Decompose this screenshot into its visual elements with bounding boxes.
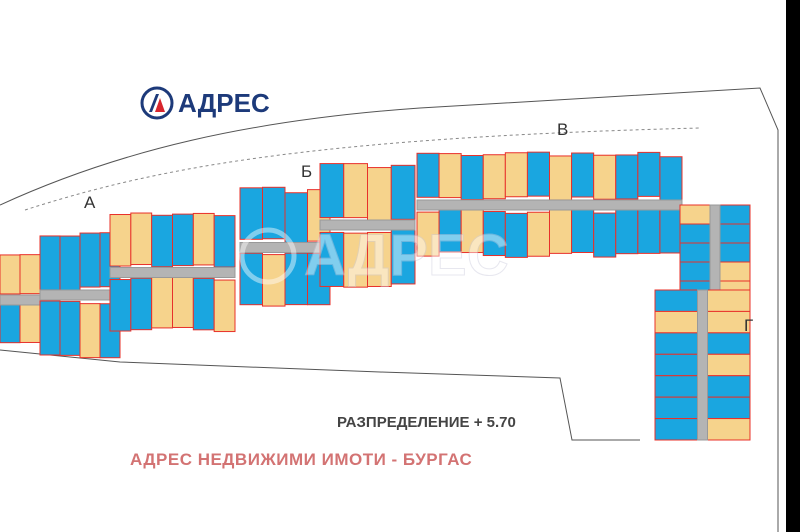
apartment-unit — [571, 207, 595, 253]
apartment-unit — [172, 275, 194, 328]
apartment-unit — [192, 212, 215, 266]
apartment-unit — [719, 223, 751, 244]
apartment-unit — [367, 167, 392, 223]
apartment-unit — [109, 279, 132, 332]
apartment-unit — [526, 211, 551, 257]
site-outline — [0, 87, 779, 532]
apartment-unit — [615, 154, 639, 200]
center-watermark-text: АДРЕС — [304, 223, 510, 289]
apartment-unit — [526, 151, 551, 197]
apartment-unit — [59, 235, 81, 291]
block-label-v: В — [557, 120, 569, 139]
apartment-unit — [593, 154, 617, 200]
apartment-unit — [549, 155, 573, 201]
corridor — [697, 289, 708, 441]
apartment-unit — [679, 223, 711, 244]
apartment-unit — [654, 396, 698, 420]
apartment-unit — [549, 208, 573, 254]
apartment-unit — [390, 164, 416, 220]
apartment-unit — [637, 151, 661, 197]
apartment-unit — [707, 353, 751, 377]
apartment-unit — [0, 254, 21, 295]
apartment-unit — [654, 332, 698, 355]
apartment-unit — [482, 154, 506, 200]
apartment-unit — [130, 212, 153, 266]
block-label-a: А — [84, 193, 96, 212]
apartment-unit — [654, 418, 698, 441]
apartment-unit — [343, 163, 368, 219]
apartment-unit — [707, 375, 751, 398]
apartment-unit — [39, 235, 61, 291]
apartment-unit — [59, 300, 81, 356]
logo-a-icon — [140, 86, 174, 120]
apartment-unit — [39, 300, 61, 356]
apartment-unit — [79, 303, 101, 359]
apartment-unit — [109, 214, 132, 267]
apartment-unit — [504, 152, 528, 198]
apartment-unit — [151, 275, 174, 329]
apartment-unit — [504, 212, 528, 258]
apartment-unit — [192, 277, 215, 331]
apartment-unit — [593, 212, 617, 258]
apartment-unit — [130, 277, 153, 331]
apartment-unit — [679, 204, 711, 225]
apartment-unit — [654, 353, 698, 377]
apartment-unit — [719, 261, 751, 282]
apartment-unit — [460, 155, 484, 201]
apartment-unit — [707, 396, 751, 420]
corridor — [109, 267, 236, 278]
right-black-border — [786, 0, 800, 532]
apartment-unit — [654, 289, 698, 312]
corridor — [709, 204, 721, 301]
apartment-unit — [416, 152, 440, 198]
apartment-unit — [659, 208, 683, 254]
apartment-unit — [654, 375, 698, 398]
apartment-unit — [213, 215, 236, 268]
apartment-unit — [679, 242, 711, 263]
watermark-logo-icon — [239, 227, 297, 284]
apartment-unit — [79, 232, 101, 288]
apartment-unit — [438, 153, 462, 199]
apartment-unit — [637, 208, 661, 254]
apartment-unit — [719, 204, 751, 225]
apartment-unit — [19, 302, 41, 343]
corridor — [39, 289, 121, 301]
apartment-unit — [213, 279, 236, 333]
block-label-b: Б — [301, 162, 313, 181]
apartment-unit — [707, 418, 751, 441]
apartment-unit — [19, 254, 41, 295]
apartment-unit — [615, 209, 639, 255]
center-watermark: АДРЕС — [238, 222, 509, 289]
apartment-unit — [319, 163, 345, 219]
apartment-unit — [654, 310, 698, 334]
logo-text: АДРЕС — [178, 87, 270, 118]
apartment-unit — [151, 214, 174, 268]
apartment-unit — [571, 152, 595, 198]
company-logo: АДРЕС — [136, 86, 274, 120]
apartment-unit — [719, 242, 751, 263]
watermark-text: АДРЕС НЕДВИЖИМИ ИМОТИ - БУРГАС — [130, 450, 473, 469]
apartment-unit — [172, 213, 194, 267]
block-label-g: Г — [744, 316, 754, 335]
corridor — [319, 219, 416, 231]
corridor — [416, 199, 683, 211]
apartment-unit — [659, 156, 683, 202]
apartment-unit — [0, 303, 21, 344]
apartment-unit — [707, 289, 751, 312]
apartment-unit — [707, 332, 751, 355]
apartment-unit — [679, 261, 711, 282]
plan-caption: РАЗПРЕДЕЛЕНИЕ + 5.70 — [337, 414, 516, 431]
